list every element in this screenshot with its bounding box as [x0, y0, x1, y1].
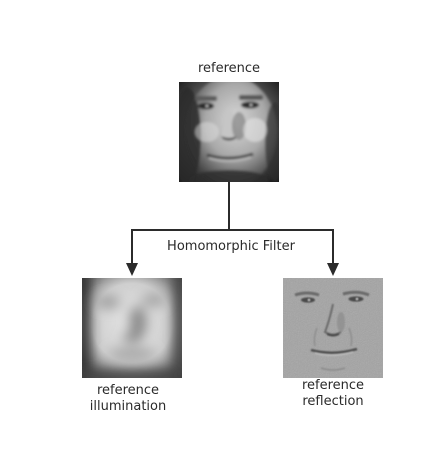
- right-arrowhead: [327, 263, 339, 276]
- reference-label: reference: [197, 61, 261, 76]
- left-arrowhead: [126, 263, 138, 276]
- reflection-label-line2: reflection: [302, 394, 364, 409]
- illumination-label-line2: illumination: [89, 399, 167, 414]
- homomorphic-filter-label: Homomorphic Filter: [167, 239, 295, 254]
- reflection-label-line1: reference: [301, 378, 365, 393]
- reference-image: [179, 82, 279, 182]
- reflection-image: [283, 278, 383, 378]
- illumination-label: reference illumination: [78, 383, 178, 415]
- reflection-label: reference reflection: [283, 378, 383, 410]
- illumination-image: [82, 278, 182, 378]
- illumination-label-line1: reference: [96, 383, 160, 398]
